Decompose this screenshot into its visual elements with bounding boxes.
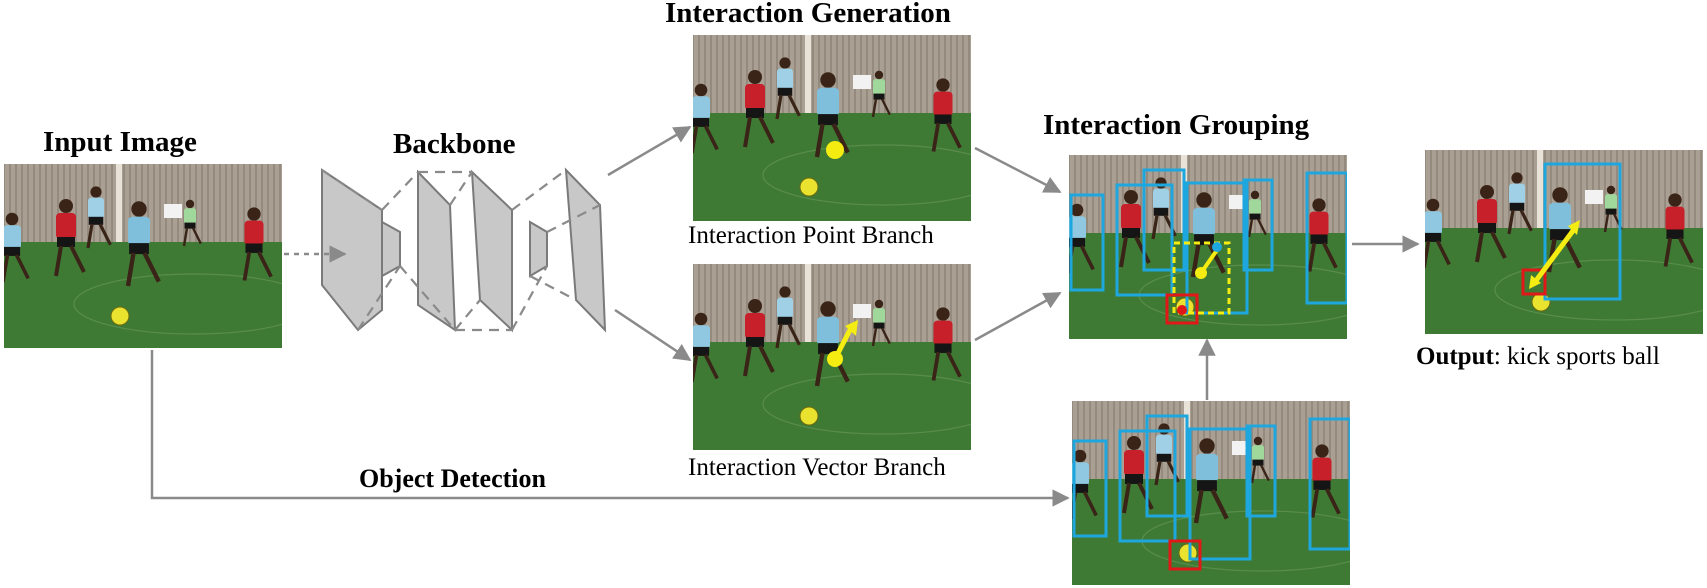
backbone-block-3: [417, 169, 457, 332]
interaction-grouping-title: Interaction Grouping: [1043, 109, 1310, 141]
backbone-title: Backbone: [393, 128, 516, 160]
input-image-photo: [4, 164, 282, 348]
detection-photo: [1072, 401, 1350, 585]
output-value: : kick sports ball: [1493, 343, 1660, 370]
backbone-dashes: [321, 169, 601, 332]
output-photo: [1425, 150, 1703, 334]
grass: [1072, 479, 1350, 585]
grass: [1069, 233, 1347, 339]
backbone-to-vector-arrow: [614, 308, 692, 362]
input-image-title: Input Image: [43, 126, 197, 158]
interaction-generation-title: Interaction Generation: [665, 0, 951, 29]
backbone-block-4: [470, 169, 513, 333]
point-branch-caption: Interaction Point Branch: [688, 222, 934, 249]
scene-svg: [1069, 155, 1347, 339]
scene-svg: [1072, 401, 1350, 585]
output-caption: Output: kick sports ball: [1416, 343, 1660, 371]
backbone-to-point-arrow: [607, 125, 692, 177]
backbone-block-6: [564, 167, 607, 333]
point-branch-photo: [693, 35, 971, 221]
sports-ball: [110, 306, 130, 326]
sports-ball: [799, 177, 819, 197]
scene-svg: [4, 164, 282, 348]
backbone-block-2: [381, 220, 401, 278]
scene-svg: [693, 35, 971, 221]
object-detection-label: Object Detection: [359, 464, 546, 493]
vector-to-grouping-arrow: [974, 291, 1062, 342]
backbone-block-1: [321, 168, 383, 332]
point-to-grouping-arrow: [974, 146, 1062, 194]
grass: [4, 242, 282, 348]
grass: [693, 113, 971, 221]
scene-svg: [693, 264, 971, 450]
vector-branch-caption: Interaction Vector Branch: [688, 454, 946, 481]
grouping-photo: [1069, 155, 1347, 339]
vector-branch-photo: [693, 264, 971, 450]
interaction-vector: [845, 320, 858, 336]
sports-ball: [799, 406, 819, 426]
output-prefix: Output: [1416, 343, 1494, 370]
backbone-network: [321, 167, 607, 333]
input-to-detection-arrow: [150, 350, 1070, 507]
scene-svg: [1425, 150, 1703, 334]
interaction-point: [826, 141, 844, 159]
sports-ball: [1531, 292, 1551, 312]
backbone-block-5: [529, 220, 548, 278]
